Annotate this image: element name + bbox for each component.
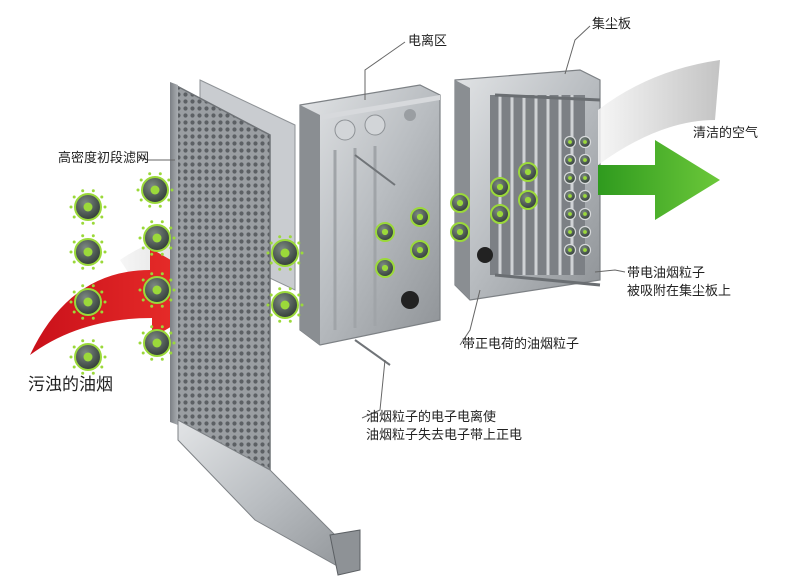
oil-particle-collected	[563, 225, 577, 239]
oil-particle-charged	[375, 222, 395, 242]
oil-particle-dirty	[69, 339, 107, 375]
oil-particle-dirty	[138, 325, 176, 361]
oil-particle-collected	[563, 135, 577, 149]
oil-particle-charged	[450, 193, 470, 213]
oil-particle-charged	[410, 207, 430, 227]
oil-particle-dirty	[266, 235, 304, 271]
clean-air-arrow	[598, 140, 720, 220]
oil-particle-dirty	[138, 220, 176, 256]
oil-particle-charged	[450, 222, 470, 242]
oil-particle-collected	[578, 171, 592, 185]
positive-particles-label: 带正电荷的油烟粒子	[462, 337, 580, 352]
oil-particle-collected	[578, 243, 592, 257]
collector-label: 集尘板	[592, 17, 632, 32]
ionization-module	[299, 84, 441, 366]
oil-particle-dirty	[69, 189, 107, 225]
collector-module	[454, 69, 601, 301]
oil-particle-charged	[518, 190, 538, 210]
oil-particle-collected	[578, 189, 592, 203]
oil-particle-collected	[563, 207, 577, 221]
oil-particle-dirty	[69, 234, 107, 270]
filter-label: 高密度初段滤网	[58, 151, 150, 166]
oil-particle-charged	[410, 240, 430, 260]
filter-channel-end	[329, 529, 361, 576]
oil-particle-collected	[563, 243, 577, 257]
oil-particle-charged	[518, 162, 538, 182]
oil-particle-charged	[490, 177, 510, 197]
adsorbed-desc-line2: 被吸附在集尘板上	[627, 284, 732, 299]
ionize-desc-line2: 油烟粒子失去电子带上正电	[366, 428, 523, 443]
ionize-desc-line1: 油烟粒子的电子电离使	[366, 410, 497, 425]
oil-particle-dirty	[138, 272, 176, 308]
oil-particle-collected	[578, 135, 592, 149]
oil-particle-dirty	[266, 287, 304, 323]
filter-mesh-panel	[174, 83, 271, 472]
ionization-label: 电离区	[408, 34, 448, 49]
oil-particle-collected	[563, 153, 577, 167]
clean-air-wing	[598, 60, 720, 165]
filter-frame-edge	[170, 82, 178, 425]
oil-particle-collected	[578, 207, 592, 221]
oil-particle-charged	[375, 258, 395, 278]
leader-lines	[137, 25, 626, 419]
oil-particle-charged	[490, 204, 510, 224]
oil-particle-dirty	[136, 172, 174, 208]
oil-particle-collected	[563, 189, 577, 203]
oil-particle-collected	[578, 225, 592, 239]
particle-group	[69, 135, 592, 375]
clean-air-label: 清洁的空气	[693, 126, 759, 141]
adsorbed-desc-line1: 带电油烟粒子	[627, 266, 706, 281]
oil-particle-collected	[578, 153, 592, 167]
oil-particle-dirty	[69, 284, 107, 320]
dirty-smoke-label: 污浊的油烟	[28, 375, 113, 395]
oil-particle-collected	[563, 171, 577, 185]
